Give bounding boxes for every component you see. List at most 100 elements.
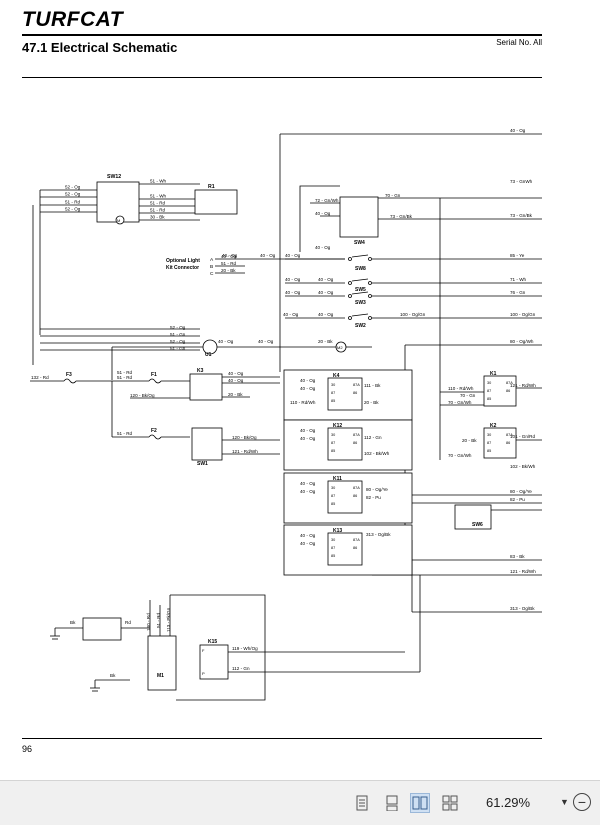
sw1-label: SW1 [197, 461, 208, 467]
zoom-level[interactable]: 61.29% [486, 795, 531, 810]
relay-input-label: 40 - Og [300, 436, 316, 441]
left-wire-label: 52 - Og [65, 192, 81, 197]
k13-output-label: 313 - Og/Bk [366, 532, 391, 537]
bus-label: 40 - Og [285, 277, 301, 282]
zoom-dropdown-icon[interactable]: ▼ [560, 797, 569, 807]
k3-wire-label: 40 - Og [228, 371, 244, 376]
sw4-wire-label: 40 - Og [315, 211, 331, 216]
zoom-out-icon[interactable]: − [573, 793, 591, 811]
k12-output-label: 102 - Bk/Wh [364, 451, 390, 456]
k4-output-label: 20 - Bk [364, 400, 379, 405]
two-page-icon[interactable] [410, 793, 430, 813]
connector-wire-label: 40 - Og [221, 254, 237, 259]
relay-pin-label: 86 [353, 441, 357, 445]
bus-label: 40 - Og [283, 312, 299, 317]
m1-wire-label: 113 - Pk/Gn [166, 607, 171, 632]
right-wire-label: 101 - Gn/Rd [510, 434, 535, 439]
switch-contact-icon [348, 316, 352, 320]
m2-circle-icon [335, 341, 347, 353]
sw12-wire-label: 30 - Bk [150, 215, 165, 220]
relay-pin-label: 30 [331, 433, 335, 437]
switch-contact-icon [348, 257, 352, 261]
wire-path [170, 594, 266, 701]
battery-wire-label: Bk [70, 620, 76, 625]
wire-segment [351, 291, 369, 295]
connector-pin-label: B [210, 264, 213, 270]
k2-input-label: 20 - Bk [462, 438, 477, 443]
relay-pin-label: 87 [487, 389, 491, 393]
relay-pin-label: 30 [331, 383, 335, 387]
u1-wire-label: 51 - Gn [170, 332, 186, 337]
left-wire-label: 51 - Rd [65, 200, 81, 205]
sw1-box [191, 427, 223, 461]
right-wire-label: 313 - Og/Bk [510, 606, 535, 611]
switch-contact-icon [368, 294, 372, 298]
sw12-wire-label: 51 - Wh [150, 194, 167, 199]
right-wire-label: 85 - Ye [510, 253, 525, 258]
k2-input-label: 70 - Gn/Wh [448, 453, 472, 458]
relay-pin-label: 86 [506, 441, 510, 445]
r1-label: R1 [208, 184, 215, 190]
sw4-wire-label: 72 - Gn/Wh [315, 198, 339, 203]
switch-contact-icon [348, 281, 352, 285]
sw12-wire-label: 51 - Rd [150, 201, 166, 206]
continuous-page-icon[interactable] [382, 793, 402, 813]
serial-label: Serial No. All [496, 38, 542, 47]
sw4-wire-label: 70 - Gn [385, 193, 401, 198]
bus-label: 20 - Bk [318, 339, 333, 344]
f3-label: F3 [66, 372, 72, 378]
right-wire-label: 40 - Og [510, 128, 526, 133]
relay-input-label: 40 - Og [300, 428, 316, 433]
bus-label: 40 - Og [218, 339, 234, 344]
k3-box [189, 373, 223, 401]
k15-label: K15 [208, 639, 217, 645]
relay-pin-label: 85 [331, 554, 335, 558]
switch-contact-icon [368, 281, 372, 285]
right-wire-label: 80 - Og/Ye [510, 489, 532, 494]
relay-pin-label: 87A [353, 486, 360, 490]
r1-frame [194, 189, 238, 215]
u1-wire-label: 52 - Og [170, 339, 186, 344]
k11-box [327, 480, 363, 514]
k3-wire-label: 40 - Og [228, 378, 244, 383]
relay-pin-label: 85 [487, 449, 491, 453]
sw12-box [96, 181, 140, 223]
battery-wire-label: Rd [125, 620, 131, 625]
single-page-icon[interactable] [352, 793, 372, 813]
k15-box [199, 644, 229, 680]
relay-pin-label: 86 [353, 391, 357, 395]
m1-wire-label: 130 - Rd [146, 613, 151, 631]
right-wire-label: 73 - GnWh [510, 179, 533, 184]
k4-output-label: 111 - Bk [364, 383, 381, 388]
k15-pin-label: P [202, 671, 205, 676]
k1-input-label: 110 - Rd/Wh [448, 386, 474, 391]
header-underline [22, 77, 542, 78]
sw2-label: SW2 [355, 323, 366, 329]
relay-pin-label: 86 [506, 389, 510, 393]
m1-label: M1 [157, 673, 164, 679]
relay-pin-label: 87A [506, 433, 513, 437]
relay-pin-label: 87 [331, 391, 335, 395]
header-rule [22, 34, 542, 36]
wire-segment [351, 278, 369, 282]
battery-icon [82, 617, 122, 641]
sw12-indicator-glyph: M [117, 218, 120, 223]
switch-contact-icon [368, 316, 372, 320]
relay-pin-label: 86 [353, 546, 357, 550]
left-wire-label: 52 - Og [65, 207, 81, 212]
sw1-wire-label: 120 - Bk/Og [232, 435, 257, 440]
relay-pin-label: 87A [353, 538, 360, 542]
bus-label: 40 - Og [285, 253, 301, 258]
left-wire-label: 51 - Rd [117, 370, 133, 375]
fuse-icon [63, 378, 77, 384]
wire-path [299, 185, 340, 252]
connector-wire-label: 51 - Rd [221, 261, 237, 266]
two-page-continuous-icon[interactable] [440, 793, 460, 813]
k3-wire-label: 20 - Bk [228, 392, 243, 397]
relay-pin-label: 85 [331, 399, 335, 403]
right-wire-label: 76 - Gn [510, 290, 526, 295]
relay-pin-label: 30 [331, 486, 335, 490]
relay-input-label: 40 - Og [300, 481, 316, 486]
left-wire-label: 51 - Rd [117, 375, 133, 380]
